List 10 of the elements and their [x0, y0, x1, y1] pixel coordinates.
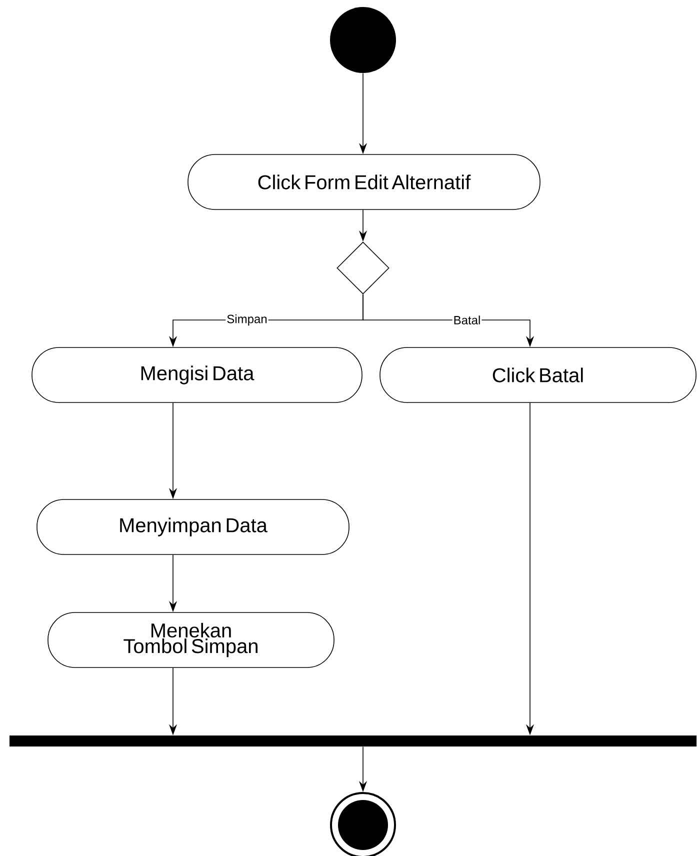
action-box: Click Batal	[380, 347, 696, 403]
edge-label: Simpan	[226, 313, 268, 327]
action-box: Menyimpan Data	[36, 499, 350, 555]
decision-diamond	[336, 242, 390, 294]
action-box: Click Form Edit Alternatif	[188, 154, 540, 210]
edge-label: Batal	[452, 314, 482, 326]
action-box: Menekan Tombol Simpan	[48, 612, 334, 668]
end-node	[330, 792, 396, 856]
start-node	[330, 7, 396, 73]
action-box: Mengisi Data	[32, 347, 362, 403]
